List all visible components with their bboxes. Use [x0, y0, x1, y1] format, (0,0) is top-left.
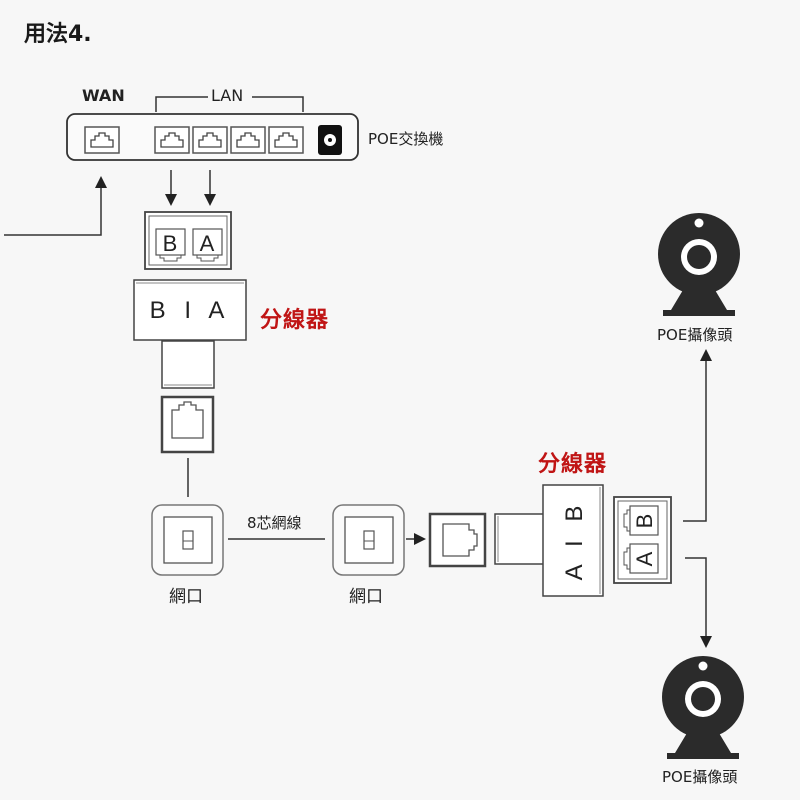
right-splitter-body-label: A I B [561, 500, 588, 581]
uplink-cable [4, 176, 107, 236]
lan-label: LAN [211, 86, 244, 105]
camera-bottom-icon [662, 656, 744, 759]
top-splitter-body-label: B I A [150, 297, 231, 324]
cable-to-top-camera [683, 349, 712, 522]
splitter-right-body [494, 484, 604, 597]
splitter-right-label: 分線器 [538, 452, 608, 477]
cable-to-bottom-camera [685, 557, 712, 648]
wall-port-left [151, 504, 224, 576]
wan-port [84, 126, 120, 154]
right-splitter-port-b: B [632, 514, 657, 529]
wall-port-right [332, 504, 405, 576]
splitter-right-dual-port [613, 496, 672, 584]
lan-port-3 [230, 126, 266, 154]
camera-top-icon [658, 213, 740, 316]
power-port-icon [318, 125, 342, 155]
poe-switch [66, 113, 359, 161]
camera-top-label: POE攝像頭 [657, 326, 733, 344]
splitter-top-label: 分線器 [260, 308, 330, 333]
wan-label: WAN [82, 86, 125, 105]
top-splitter-port-b: B [163, 231, 178, 256]
lan-port-2 [192, 126, 228, 154]
cable-label: 8芯網線 [247, 514, 302, 532]
splitter-top-plug [160, 395, 215, 454]
splitter-top-body [133, 279, 247, 389]
top-splitter-port-a: A [200, 231, 215, 256]
poe-switch-label: POE交換機 [368, 130, 444, 148]
wall-port-left-label: 網口 [169, 587, 203, 607]
right-splitter-port-a: A [632, 551, 657, 566]
camera-bottom-label: POE攝像頭 [662, 768, 738, 786]
page-title: 用法4. [24, 22, 92, 47]
lan-port-1 [154, 126, 190, 154]
lan-port-4 [268, 126, 304, 154]
splitter-top-dual-port [144, 211, 232, 270]
lan-bracket [155, 96, 304, 112]
wall-port-right-label: 網口 [349, 587, 383, 607]
splitter-right-plug [428, 512, 487, 568]
